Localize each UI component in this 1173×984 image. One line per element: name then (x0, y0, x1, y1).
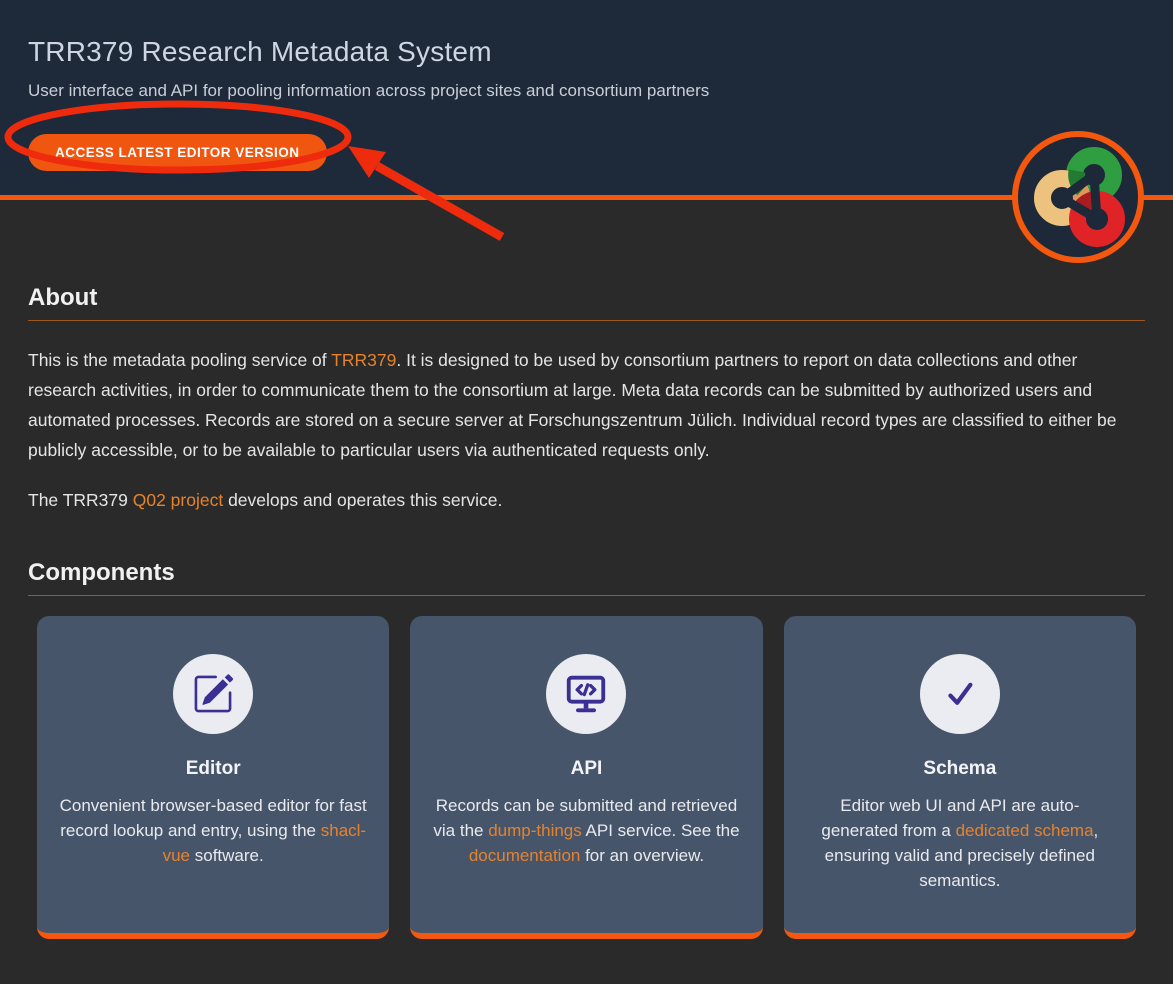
card-editor-text-2: software. (190, 846, 264, 865)
card-schema-text-1: Editor web UI and API are auto-generated… (821, 796, 1080, 840)
dump-things-link[interactable]: dump-things (488, 821, 582, 840)
about-section: About This is the metadata pooling servi… (28, 284, 1145, 515)
card-api-text-3: for an overview. (580, 846, 705, 865)
schema-icon-circle (919, 654, 1000, 734)
components-section: Components Editor Convenient browser-bas… (28, 559, 1145, 939)
access-latest-editor-button[interactable]: ACCESS LATEST EDITOR VERSION (28, 134, 327, 171)
card-schema-text-2: , ensuring valid and precisely defined s… (824, 821, 1099, 890)
card-schema: Schema Editor web UI and API are auto-ge… (783, 616, 1136, 939)
card-schema-title: Schema (923, 758, 997, 779)
about-p2-text-cont: develops and operates this service. (223, 490, 503, 510)
pencil-square-icon (194, 674, 234, 713)
card-schema-text: Editor web UI and API are auto-generated… (803, 793, 1117, 893)
dedicated-schema-link[interactable]: dedicated schema (955, 821, 1094, 840)
card-api-text-1: Records can be submitted and retrieved v… (433, 796, 738, 840)
code-display-icon (567, 675, 606, 713)
card-api-text-2: API service. See the (581, 821, 740, 840)
card-editor-title: Editor (185, 758, 241, 779)
api-icon-circle (546, 654, 627, 734)
editor-icon-circle (173, 654, 254, 734)
shacl-vue-link[interactable]: shacl-vue (162, 821, 367, 865)
about-paragraph-2: The TRR379 Q02 project develops and oper… (28, 485, 1145, 515)
check-icon (948, 682, 973, 705)
about-p1-text: This is the metadata pooling service of (28, 350, 332, 370)
about-paragraph-1: This is the metadata pooling service of … (28, 345, 1145, 465)
documentation-link[interactable]: documentation (468, 846, 581, 865)
about-heading: About (28, 284, 98, 311)
page-title: TRR379 Research Metadata System (28, 36, 492, 67)
about-p2-text: The TRR379 (28, 490, 133, 510)
card-editor-text-1: Convenient browser-based editor for fast… (59, 796, 367, 840)
card-api: API Records can be submitted and retriev… (410, 616, 763, 939)
about-p1-text-cont: . It is designed to be used by consortiu… (28, 350, 1117, 460)
card-editor: Editor Convenient browser-based editor f… (37, 616, 390, 939)
card-editor-text: Convenient browser-based editor for fast… (56, 793, 370, 868)
components-heading: Components (28, 559, 175, 586)
trr379-logo (1010, 129, 1146, 265)
card-api-text: Records can be submitted and retrieved v… (429, 793, 743, 868)
page-header: TRR379 Research Metadata System User int… (0, 0, 1173, 200)
main-content: About This is the metadata pooling servi… (0, 284, 1173, 979)
components-cards: Editor Convenient browser-based editor f… (28, 616, 1145, 939)
components-divider (28, 595, 1145, 596)
trr379-link[interactable]: TRR379 (331, 350, 397, 370)
about-divider (28, 320, 1145, 321)
q02-project-link[interactable]: Q02 project (132, 490, 224, 510)
page-subtitle: User interface and API for pooling infor… (28, 81, 710, 100)
trr379-rings-icon (1012, 131, 1144, 263)
card-api-title: API (570, 758, 603, 779)
